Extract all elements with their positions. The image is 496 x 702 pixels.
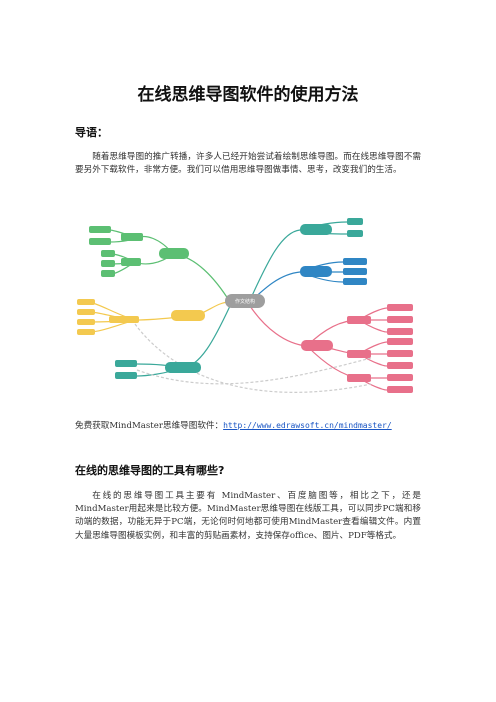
mind-map-branch-node [171, 310, 205, 321]
mind-map-branch-node [159, 248, 189, 259]
mind-map-leaf-node [77, 329, 95, 335]
mind-map-leaf-node [89, 238, 111, 245]
mind-map-leaf-node [115, 360, 137, 367]
intro-paragraph: 随着思维导图的推广转播，许多人已经开始尝试着绘制思维导图。而在线思维导图不需要另… [75, 152, 421, 176]
mind-map-sub-node [121, 258, 141, 266]
section-heading: 在线的思维导图的工具有哪些? [75, 464, 225, 477]
mind-map-leaf-node [101, 260, 115, 267]
mind-map-leaf-node [387, 316, 413, 323]
mind-map-branch-node [165, 362, 201, 373]
mind-map-leaf-node [115, 372, 137, 379]
mind-map-leaf-node [387, 304, 413, 311]
mind-map-leaf-node [347, 230, 363, 237]
download-label: 免费获取MindMaster思维导图软件： [75, 421, 224, 431]
mind-map-sub-node [109, 316, 139, 323]
mind-map-leaf-node [101, 250, 115, 257]
mind-map-leaf-node [387, 328, 413, 335]
mind-map-leaf-node [343, 278, 367, 285]
mind-map-leaf-node [89, 226, 111, 233]
mind-map-leaf-node [387, 386, 413, 393]
mind-map-leaf-node [77, 309, 95, 315]
mind-map-leaf-node [343, 258, 367, 265]
download-link[interactable]: http://www.edrawsoft.cn/mindmaster/ [223, 421, 392, 430]
mind-map-leaf-node [101, 270, 115, 277]
mind-map-branch-node [300, 224, 332, 235]
mind-map-leaf-node [387, 374, 413, 381]
mind-map-diagram: 作文结构 [77, 218, 413, 393]
mind-map-leaf-node [387, 338, 413, 345]
document-title: 在线思维导图软件的使用方法 [137, 85, 359, 105]
mind-map-image: 作文结构 [75, 208, 421, 410]
mind-map-sub-node [121, 233, 143, 241]
mind-map-leaf-node [387, 350, 413, 357]
section-paragraph: 在线的思维导图工具主要有 MindMaster、百度脑图等，相比之下，还是Min… [75, 491, 421, 541]
mind-map-center-label: 作文结构 [235, 298, 255, 305]
mind-map-sub-node [347, 316, 371, 324]
download-line: 免费获取MindMaster思维导图软件：http://www.edrawsof… [75, 419, 392, 431]
intro-heading: 导语： [75, 126, 108, 139]
mind-map-leaf-node [387, 362, 413, 369]
mind-map-leaf-node [77, 299, 95, 305]
mind-map-sub-node [347, 374, 371, 382]
mind-map-branch-node [301, 340, 333, 351]
mind-map-leaf-node [347, 218, 363, 225]
mind-map-branch-node [300, 266, 332, 277]
mind-map-leaf-node [343, 268, 367, 275]
mind-map-center-node [225, 294, 265, 308]
mind-map-leaf-node [77, 319, 95, 325]
mind-map-sub-node [347, 350, 371, 358]
